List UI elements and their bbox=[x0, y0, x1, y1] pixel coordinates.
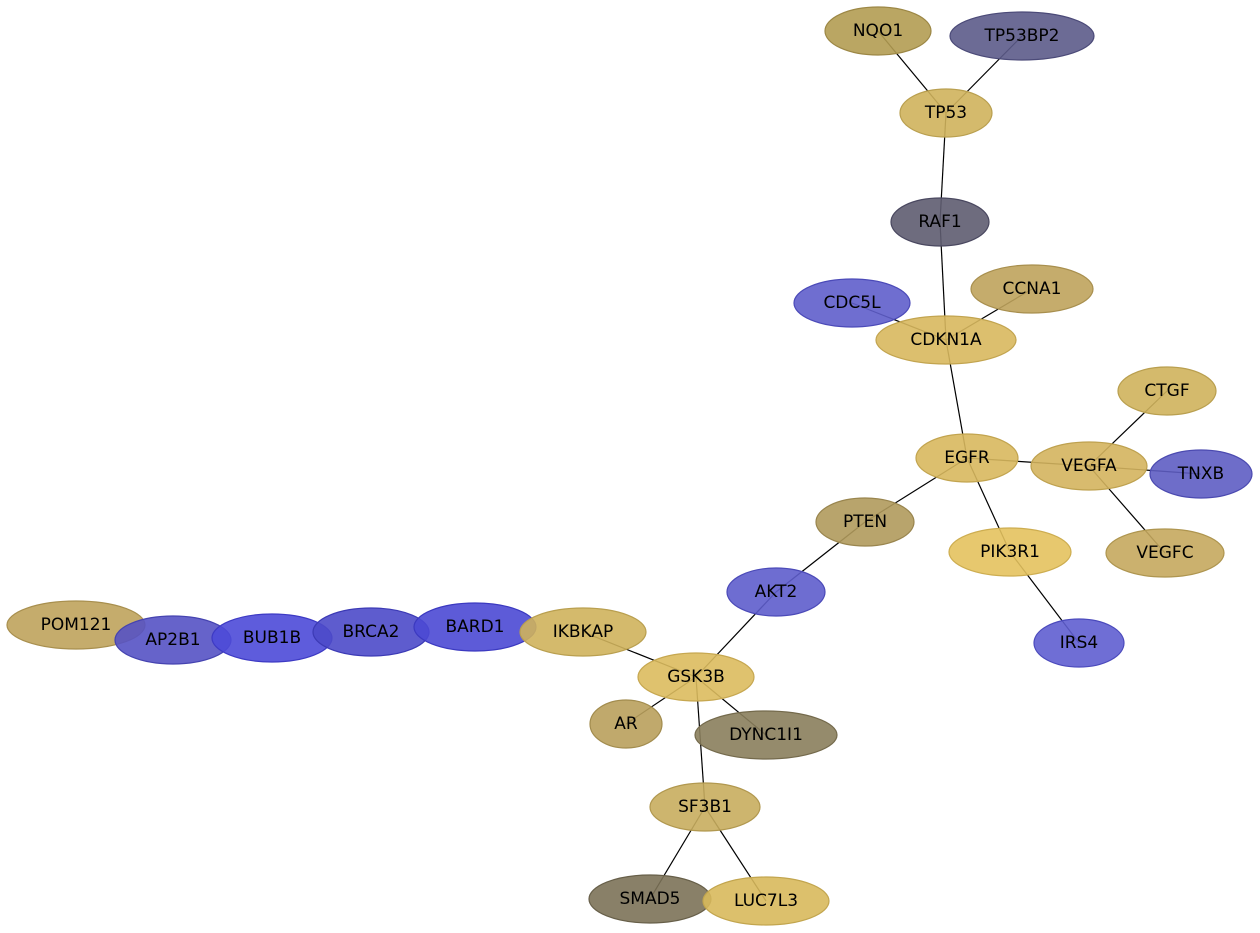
node-ellipse bbox=[1105, 528, 1225, 578]
node-ellipse bbox=[1033, 618, 1125, 668]
node-smad5[interactable]: SMAD5 bbox=[588, 874, 712, 924]
node-label: IKBKAP bbox=[553, 622, 614, 642]
node-label: BARD1 bbox=[445, 617, 504, 637]
node-egfr[interactable]: EGFR bbox=[915, 433, 1019, 483]
node-ellipse bbox=[1030, 441, 1148, 491]
node-ellipse bbox=[899, 88, 993, 138]
node-label: BUB1B bbox=[243, 628, 301, 648]
node-label: SF3B1 bbox=[678, 797, 732, 817]
node-label: AKT2 bbox=[755, 582, 798, 602]
node-ctgf[interactable]: CTGF bbox=[1117, 366, 1217, 416]
node-label: SMAD5 bbox=[620, 889, 681, 909]
node-ellipse bbox=[694, 710, 838, 760]
node-label: TP53 bbox=[924, 103, 967, 123]
node-dync1i1[interactable]: DYNC1I1 bbox=[694, 710, 838, 760]
node-gsk3b[interactable]: GSK3B bbox=[637, 652, 755, 702]
node-ellipse bbox=[949, 11, 1095, 61]
node-tp53bp2[interactable]: TP53BP2 bbox=[949, 11, 1095, 61]
node-cdc5l[interactable]: CDC5L bbox=[793, 278, 911, 328]
node-label: DYNC1I1 bbox=[729, 725, 803, 745]
node-cdkn1a[interactable]: CDKN1A bbox=[875, 315, 1017, 365]
node-brca2[interactable]: BRCA2 bbox=[312, 607, 430, 657]
node-ellipse bbox=[875, 315, 1017, 365]
node-ellipse bbox=[890, 197, 990, 247]
node-label: CDKN1A bbox=[910, 330, 982, 350]
node-ellipse bbox=[649, 782, 761, 832]
node-label: PTEN bbox=[843, 512, 887, 532]
node-ellipse bbox=[519, 607, 647, 657]
node-ellipse bbox=[726, 567, 826, 617]
node-tp53[interactable]: TP53 bbox=[899, 88, 993, 138]
node-label: PIK3R1 bbox=[980, 542, 1040, 562]
node-ccna1[interactable]: CCNA1 bbox=[970, 264, 1094, 314]
node-sf3b1[interactable]: SF3B1 bbox=[649, 782, 761, 832]
node-label: CTGF bbox=[1144, 381, 1189, 401]
node-ellipse bbox=[637, 652, 755, 702]
node-label: AP2B1 bbox=[145, 630, 200, 650]
node-ellipse bbox=[970, 264, 1094, 314]
node-akt2[interactable]: AKT2 bbox=[726, 567, 826, 617]
node-nqo1[interactable]: NQO1 bbox=[824, 6, 932, 56]
node-ellipse bbox=[702, 876, 830, 926]
node-tnxb[interactable]: TNXB bbox=[1149, 449, 1253, 499]
node-luc7l3[interactable]: LUC7L3 bbox=[702, 876, 830, 926]
node-label: CCNA1 bbox=[1003, 279, 1062, 299]
node-pik3r1[interactable]: PIK3R1 bbox=[948, 527, 1072, 577]
node-ellipse bbox=[824, 6, 932, 56]
node-label: CDC5L bbox=[823, 293, 881, 313]
node-ellipse bbox=[589, 699, 663, 749]
node-label: BRCA2 bbox=[343, 622, 400, 642]
node-ellipse bbox=[793, 278, 911, 328]
node-irs4[interactable]: IRS4 bbox=[1033, 618, 1125, 668]
node-label: EGFR bbox=[944, 448, 990, 468]
node-vegfa[interactable]: VEGFA bbox=[1030, 441, 1148, 491]
node-label: POM121 bbox=[41, 615, 112, 635]
node-pten[interactable]: PTEN bbox=[815, 497, 915, 547]
node-ikbkap[interactable]: IKBKAP bbox=[519, 607, 647, 657]
node-label: NQO1 bbox=[853, 21, 903, 41]
node-pom121[interactable]: POM121 bbox=[6, 600, 146, 650]
node-ellipse bbox=[1149, 449, 1253, 499]
node-bard1[interactable]: BARD1 bbox=[413, 602, 537, 652]
node-vegfc[interactable]: VEGFC bbox=[1105, 528, 1225, 578]
node-label: GSK3B bbox=[667, 667, 725, 687]
node-label: VEGFA bbox=[1061, 456, 1117, 476]
node-label: RAF1 bbox=[918, 212, 961, 232]
node-ellipse bbox=[948, 527, 1072, 577]
node-ellipse bbox=[1117, 366, 1217, 416]
node-label: TNXB bbox=[1177, 464, 1224, 484]
node-bub1b[interactable]: BUB1B bbox=[211, 613, 333, 663]
node-label: VEGFC bbox=[1136, 543, 1193, 563]
node-label: LUC7L3 bbox=[734, 891, 798, 911]
node-raf1[interactable]: RAF1 bbox=[890, 197, 990, 247]
node-label: AR bbox=[614, 714, 638, 734]
node-ellipse bbox=[915, 433, 1019, 483]
node-label: TP53BP2 bbox=[984, 26, 1060, 46]
node-ar[interactable]: AR bbox=[589, 699, 663, 749]
node-label: IRS4 bbox=[1060, 633, 1098, 653]
node-ellipse bbox=[815, 497, 915, 547]
